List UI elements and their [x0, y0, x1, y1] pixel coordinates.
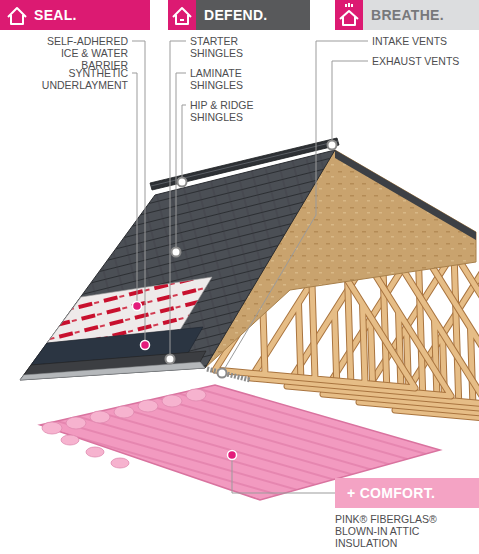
callout-dot	[141, 341, 150, 350]
breathe-icon	[340, 3, 358, 25]
callout-dot	[172, 248, 181, 257]
part-label: HIP & RIDGE SHINGLES	[190, 99, 270, 123]
tab-icon-square	[335, 0, 363, 30]
part-label: SYNTHETIC UNDERLAYMENT	[28, 67, 128, 91]
part-label: STARTER SHINGLES	[190, 35, 270, 59]
section-tab: + COMFORT.	[335, 478, 479, 508]
part-label: INTAKE VENTS	[372, 35, 477, 47]
tab-heading: + COMFORT.	[347, 485, 435, 501]
drip-edge	[20, 362, 205, 380]
insulation-lumps	[42, 389, 206, 468]
part-label: PINK® FIBERGLAS® BLOWN-IN ATTIC INSULATI…	[335, 513, 465, 549]
callout-dot	[328, 141, 337, 150]
callout-dot	[218, 369, 227, 378]
defend-icon	[173, 8, 191, 24]
shingle-roof-plane	[20, 150, 335, 380]
leader-line	[176, 73, 186, 252]
callout-dot	[133, 302, 142, 311]
leader-line	[232, 455, 335, 493]
leader-lines	[132, 41, 368, 493]
part-label: LAMINATE SHINGLES	[190, 67, 270, 91]
leader-line	[132, 41, 145, 345]
leader-line	[222, 41, 368, 373]
part-label: EXHAUST VENTS	[372, 55, 477, 67]
ridge-cap-highlight	[151, 141, 338, 186]
roof-edge	[335, 150, 476, 240]
tab-heading: BREATHE.	[371, 7, 444, 23]
ridge-cap-shingles	[150, 138, 339, 190]
tab-heading: SEAL.	[34, 7, 77, 23]
section-tab: BREATHE.	[363, 0, 479, 30]
leader-line	[182, 105, 186, 182]
leader-line	[332, 61, 368, 145]
intake-vent	[207, 369, 250, 380]
callout-dot	[178, 178, 187, 187]
tab-icon-square	[168, 0, 196, 30]
section-tab: DEFEND.	[196, 0, 310, 30]
leader-line	[170, 41, 186, 359]
part-label: SELF-ADHERED ICE & WATER BARRIER	[28, 35, 128, 71]
callout-dots	[133, 141, 337, 460]
callout-dot	[228, 451, 237, 460]
tab-heading: DEFEND.	[204, 7, 268, 23]
leader-line	[132, 73, 137, 306]
section-tab: SEAL.	[0, 0, 150, 30]
callout-dot	[166, 355, 175, 364]
